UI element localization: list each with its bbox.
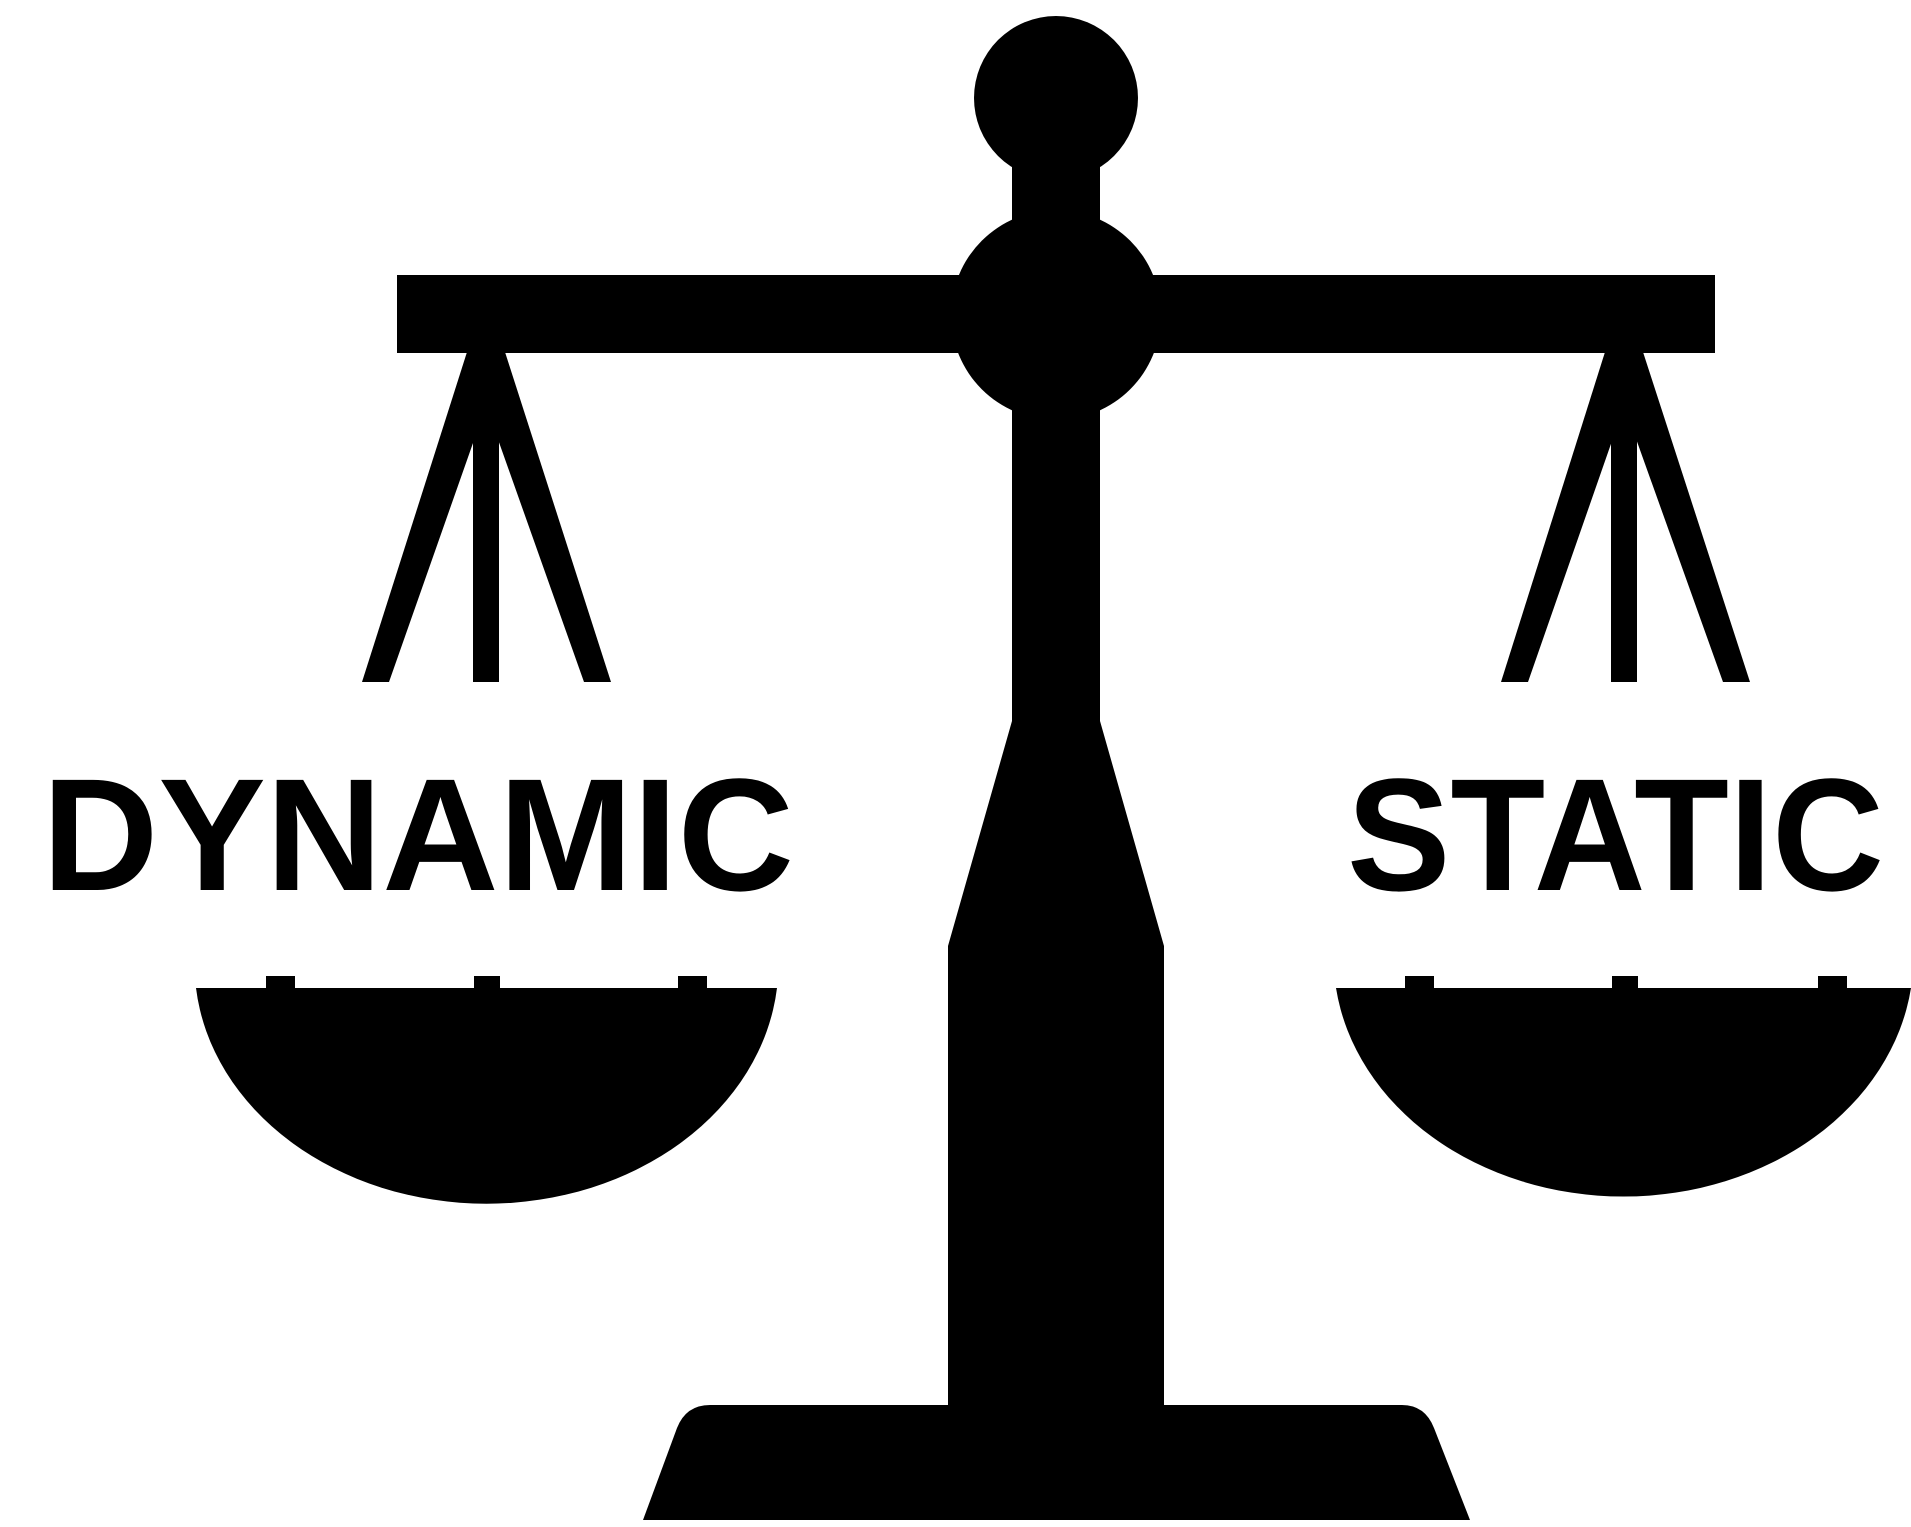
left-hanger <box>362 352 611 682</box>
left-pan-label: DYNAMIC <box>42 745 794 924</box>
right-hanger <box>1501 352 1750 682</box>
right-pan <box>1336 976 1911 1197</box>
scale-column <box>948 400 1164 1410</box>
scale-base <box>643 1405 1470 1520</box>
scale-hub <box>951 210 1161 420</box>
right-pan-label: STATIC <box>1347 745 1884 924</box>
left-pan <box>196 976 777 1204</box>
